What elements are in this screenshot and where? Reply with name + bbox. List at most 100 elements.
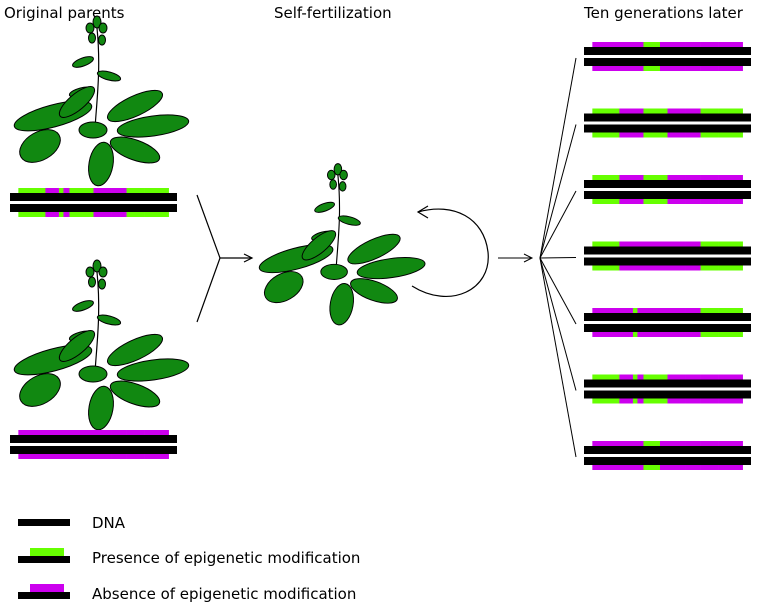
modification-segment: [45, 430, 60, 435]
dna-bar: [584, 257, 751, 266]
legend-absence-swatch: [30, 584, 64, 592]
modification-segment: [126, 188, 145, 193]
modification-segment: [616, 465, 620, 470]
modification-segment: [637, 42, 644, 47]
dna-bar: [10, 204, 177, 212]
modification-segment: [667, 199, 686, 204]
dna-bar: [584, 58, 751, 66]
modification-segment: [643, 241, 661, 247]
dna-bar: [584, 379, 751, 388]
modification-segment: [42, 212, 46, 217]
modification-segment: [718, 175, 743, 180]
modification-segment: [619, 465, 634, 470]
modification-segment: [685, 66, 701, 71]
modification-segment: [63, 188, 70, 193]
modification-segment: [700, 42, 719, 47]
modification-segment: [637, 132, 644, 138]
modification-segment: [126, 212, 145, 217]
modification-segment: [592, 308, 617, 313]
dna-bar: [584, 324, 751, 332]
modification-segment: [111, 188, 127, 193]
modification-segment: [144, 430, 169, 435]
modification-segment: [85, 454, 94, 459]
modification-segment: [643, 465, 661, 470]
modification-segment: [667, 175, 686, 180]
dna-bar: [584, 446, 751, 454]
modification-segment: [632, 465, 638, 470]
modification-segment: [126, 454, 145, 459]
modification-segment: [619, 308, 634, 313]
modification-segment: [69, 430, 87, 435]
modification-segment: [619, 441, 634, 446]
divergence-line: [539, 257, 577, 391]
modification-segment: [685, 465, 701, 470]
modification-segment: [637, 465, 644, 470]
modification-segment: [619, 42, 634, 47]
modification-segment: [592, 465, 617, 470]
modification-segment: [685, 441, 701, 446]
modification-segment: [643, 199, 661, 204]
modification-segment: [111, 454, 127, 459]
modification-segment: [637, 308, 644, 313]
modification-segment: [592, 132, 617, 138]
offspring-chromosome-4: [584, 241, 751, 271]
modification-segment: [592, 441, 617, 446]
modification-segment: [632, 199, 638, 204]
modification-segment: [592, 398, 617, 404]
modification-segment: [685, 132, 701, 138]
modification-segment: [637, 374, 644, 380]
offspring-chromosome-5: [584, 308, 751, 337]
modification-segment: [659, 132, 668, 138]
divergence-line: [539, 257, 577, 325]
dna-bar: [584, 47, 751, 55]
modification-segment: [659, 441, 668, 446]
divergence-line: [539, 124, 577, 259]
modification-segment: [659, 175, 668, 180]
dna-bar: [584, 313, 751, 321]
modification-segment: [592, 42, 617, 47]
modification-segment: [144, 454, 169, 459]
modification-segment: [18, 188, 43, 193]
modification-segment: [85, 188, 94, 193]
modification-segment: [592, 108, 617, 114]
offspring-chromosome-2: [584, 108, 751, 138]
modification-segment: [42, 430, 46, 435]
modification-segment: [667, 465, 686, 470]
modification-segment: [643, 42, 661, 47]
modification-segment: [643, 374, 661, 380]
modification-segment: [659, 332, 668, 337]
modification-segment: [643, 108, 661, 114]
modification-segment: [667, 241, 686, 247]
modification-segment: [700, 199, 719, 204]
modification-segment: [93, 430, 112, 435]
modification-segment: [616, 66, 620, 71]
legend-absence-label: Absence of epigenetic modification: [92, 585, 357, 603]
modification-segment: [144, 212, 169, 217]
modification-segment: [659, 199, 668, 204]
modification-segment: [69, 212, 87, 217]
modification-segment: [718, 441, 743, 446]
modification-segment: [592, 66, 617, 71]
modification-segment: [619, 199, 634, 204]
modification-segment: [85, 430, 94, 435]
modification-segment: [700, 308, 719, 313]
modification-segment: [667, 332, 686, 337]
modification-segment: [700, 398, 719, 404]
dna-bar: [584, 390, 751, 399]
modification-segment: [45, 454, 60, 459]
modification-segment: [643, 66, 661, 71]
dna-bar: [10, 446, 177, 454]
modification-segment: [616, 332, 620, 337]
modification-segment: [685, 398, 701, 404]
modification-segment: [718, 241, 743, 247]
legend-absence-dna-swatch: [18, 592, 70, 599]
modification-segment: [659, 66, 668, 71]
dna-bar: [10, 435, 177, 443]
modification-segment: [632, 441, 638, 446]
modification-segment: [718, 42, 743, 47]
modification-segment: [643, 308, 661, 313]
modification-segment: [619, 374, 634, 380]
modification-segment: [616, 175, 620, 180]
parent-2-chromosome: [10, 430, 177, 459]
modification-segment: [667, 308, 686, 313]
